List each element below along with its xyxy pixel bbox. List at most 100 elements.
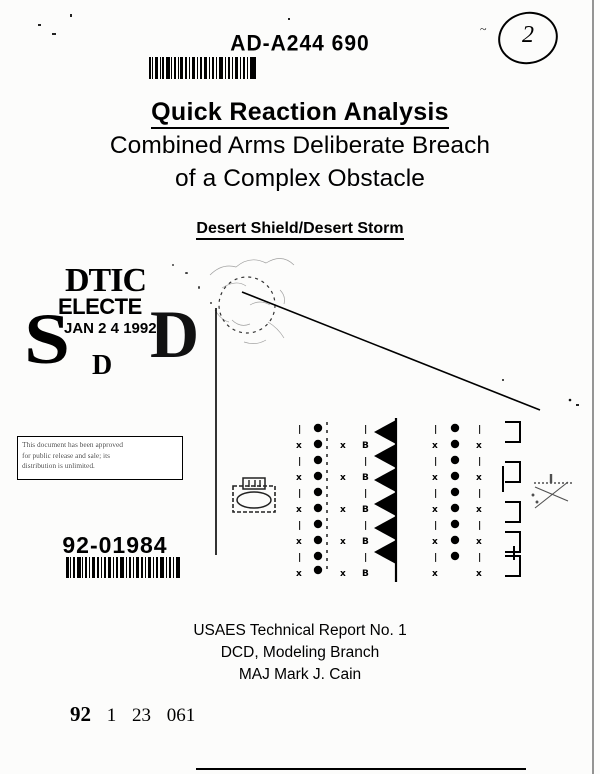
control-month: 1 (106, 705, 117, 726)
distribution-line-1: This document has been approved (22, 440, 123, 449)
mine-symbol (313, 551, 323, 561)
wire-marker: | (364, 489, 367, 499)
wire-marker: x (476, 505, 482, 515)
wire-marker: x (340, 537, 346, 547)
organization-line: DCD, Modeling Branch (220, 644, 380, 661)
mine-symbol (313, 471, 323, 481)
antitank-ditch-symbol (374, 418, 398, 582)
mine-symbol (313, 535, 323, 545)
position-bracket (505, 461, 521, 483)
wire-column-right-2: | x | x | x | x | x (476, 425, 482, 579)
dtic-status-label: ELECTE (58, 294, 142, 319)
wire-marker: | (364, 425, 367, 435)
scan-speck (70, 14, 72, 17)
wire-marker: | (434, 425, 437, 435)
mine-symbol (313, 519, 323, 529)
wire-marker: | (478, 553, 481, 563)
wire-marker: x (432, 473, 438, 483)
mine-symbol (313, 487, 323, 497)
wire-marker: x (432, 569, 438, 579)
wire-marker: | (478, 521, 481, 531)
obstacle-diagram: | x | x | x | x | x (0, 250, 600, 600)
scan-edge-artifact (592, 0, 594, 774)
mine-symbol (450, 519, 460, 529)
wire-marker: | (434, 521, 437, 531)
wire-marker: | (298, 553, 301, 563)
accession-barcode (149, 57, 257, 84)
wire-marker: x (476, 441, 482, 451)
page-title: Quick Reaction Analysis (0, 98, 600, 129)
wire-marker: x (296, 441, 302, 451)
engineer-vehicle-symbol (232, 477, 276, 513)
wire-marker: x (432, 505, 438, 515)
bunker-marker: B (362, 569, 369, 579)
mine-symbol (313, 565, 323, 575)
accession-number-text: AD-A244 690 (230, 31, 370, 56)
wire-marker: | (478, 489, 481, 499)
wire-marker: | (298, 425, 301, 435)
accession-number: AD-A244 690 (0, 31, 600, 56)
wire-marker: | (434, 457, 437, 467)
scan-speck (52, 33, 56, 35)
control-number-stamp: 92 1 23 061 (70, 702, 206, 727)
page-title-text: Quick Reaction Analysis (151, 98, 449, 129)
wire-marker: | (364, 553, 367, 563)
bunker-column: | B | B | B | B | B (362, 425, 369, 579)
minefield-column-2 (450, 423, 460, 561)
mine-symbol (313, 423, 323, 433)
wire-marker: | (298, 457, 301, 467)
wire-marker: | (298, 489, 301, 499)
position-bracket (505, 501, 521, 523)
minefield-column-1 (313, 423, 323, 575)
author-name-line: MAJ Mark J. Cain (238, 666, 362, 683)
scan-speck (185, 272, 188, 274)
wire-marker: x (296, 473, 302, 483)
handwritten-tick-mark: ~ (480, 22, 487, 36)
defensive-position-brackets (502, 421, 521, 577)
report-series-line: USAES Technical Report No. 1 (193, 622, 407, 639)
wire-marker: x (296, 505, 302, 515)
wire-marker: x (476, 473, 482, 483)
mine-symbol (313, 503, 323, 513)
control-year: 92 (70, 702, 91, 726)
distribution-line-2: for public release and sale; its (22, 450, 111, 460)
report-number-barcode (66, 557, 181, 583)
wire-marker: x (432, 441, 438, 451)
wire-marker: | (298, 521, 301, 531)
mine-symbol (313, 439, 323, 449)
distribution-statement-box: This document has been approved for publ… (17, 436, 183, 480)
mine-symbol (450, 471, 460, 481)
wire-marker: x (432, 537, 438, 547)
author-block: USAES Technical Report No. 1 DCD, Modeli… (0, 620, 600, 686)
wire-marker: x (340, 569, 346, 579)
page-footer-rule (196, 768, 526, 770)
control-day: 23 (132, 705, 151, 726)
wire-marker: x (340, 505, 346, 515)
mine-symbol (450, 455, 460, 465)
wire-column-right-1: x x x x x (340, 441, 346, 579)
bunker-marker: B (362, 441, 369, 451)
wire-marker: x (340, 441, 346, 451)
crossed-marking (531, 474, 572, 509)
wire-marker: | (364, 457, 367, 467)
dtic-s-letter: S (23, 299, 71, 379)
title-line-3: of a Complex Obstacle (175, 165, 425, 192)
mine-symbol (313, 455, 323, 465)
bunker-marker: B (362, 473, 369, 483)
wire-marker: x (296, 537, 302, 547)
dtic-date-label: JAN 2 4 1992 (64, 320, 157, 337)
control-sequence: 061 (166, 705, 196, 726)
wire-marker: | (478, 425, 481, 435)
position-bracket (505, 421, 521, 443)
wire-column-left-1: | x | x | x | x | x (296, 425, 302, 579)
scan-speck (210, 302, 212, 304)
position-bracket (505, 555, 521, 577)
pencil-scribble (209, 258, 295, 344)
wire-marker: x (340, 473, 346, 483)
subtitle-text: Desert Shield/Desert Storm (196, 220, 404, 240)
annotation-value: 2 (522, 22, 534, 48)
wire-column-left-2: | x | x | x | x | x (432, 425, 438, 579)
wire-marker: x (296, 569, 302, 579)
title-line-2: Combined Arms Deliberate Breach (109, 132, 491, 159)
